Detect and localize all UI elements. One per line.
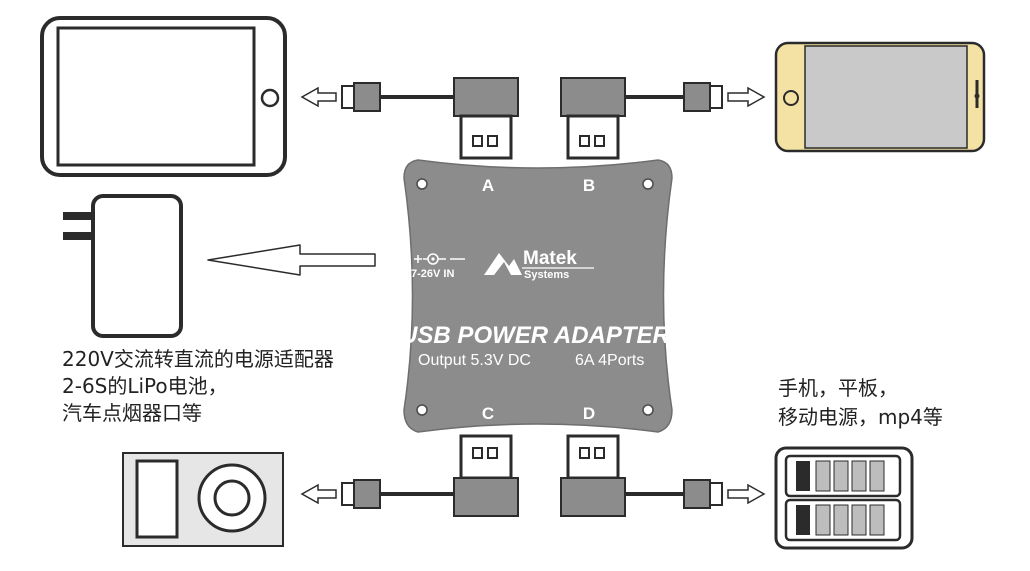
- adapter-board: A B C D 7-26V IN Matek Systems USB POWER…: [400, 159, 673, 433]
- port-c-label: C: [482, 404, 494, 423]
- input-source-line: 220V交流转直流的电源适配器: [62, 347, 334, 371]
- cable-port-d: [560, 434, 766, 517]
- output-spec: Output 5.3V DC: [418, 352, 531, 369]
- input-arrow: [207, 244, 376, 276]
- port-spec: 6A 4Ports: [575, 352, 644, 369]
- input-source-line: 2-6S的LiPo电池，: [62, 374, 228, 398]
- port-b-label: B: [583, 176, 595, 195]
- smartphone-icon: [774, 41, 986, 153]
- mount-hole: [416, 178, 428, 190]
- mount-hole: [642, 404, 654, 416]
- mount-hole: [642, 178, 654, 190]
- cable-port-c: [300, 434, 519, 517]
- adapter-title: USB POWER ADAPTER: [400, 322, 670, 349]
- battery-pack-icon: [774, 446, 914, 550]
- port-a-label: A: [482, 176, 494, 195]
- matek-logo-icon: [484, 253, 522, 275]
- input-source-line: 汽车点烟器口等: [62, 401, 202, 425]
- output-device-line: 移动电源，mp4等: [778, 405, 943, 429]
- output-devices-caption: 手机，平板， 移动电源，mp4等: [778, 374, 943, 432]
- media-player-icon: [122, 452, 284, 547]
- output-device-line: 手机，平板，: [778, 376, 898, 400]
- mount-hole: [416, 404, 428, 416]
- tablet-icon: [40, 16, 287, 177]
- dc-input-label: 7-26V IN: [411, 268, 454, 280]
- cable-port-b: [560, 77, 766, 160]
- brand-subtitle: Systems: [524, 269, 569, 281]
- wall-adapter-icon: [63, 194, 183, 338]
- cable-port-a: [300, 77, 519, 160]
- dc-polarity-icon: [414, 253, 465, 265]
- port-d-label: D: [583, 404, 595, 423]
- input-sources-caption: 220V交流转直流的电源适配器 2-6S的LiPo电池， 汽车点烟器口等: [62, 346, 334, 427]
- brand-name: Matek: [523, 248, 577, 269]
